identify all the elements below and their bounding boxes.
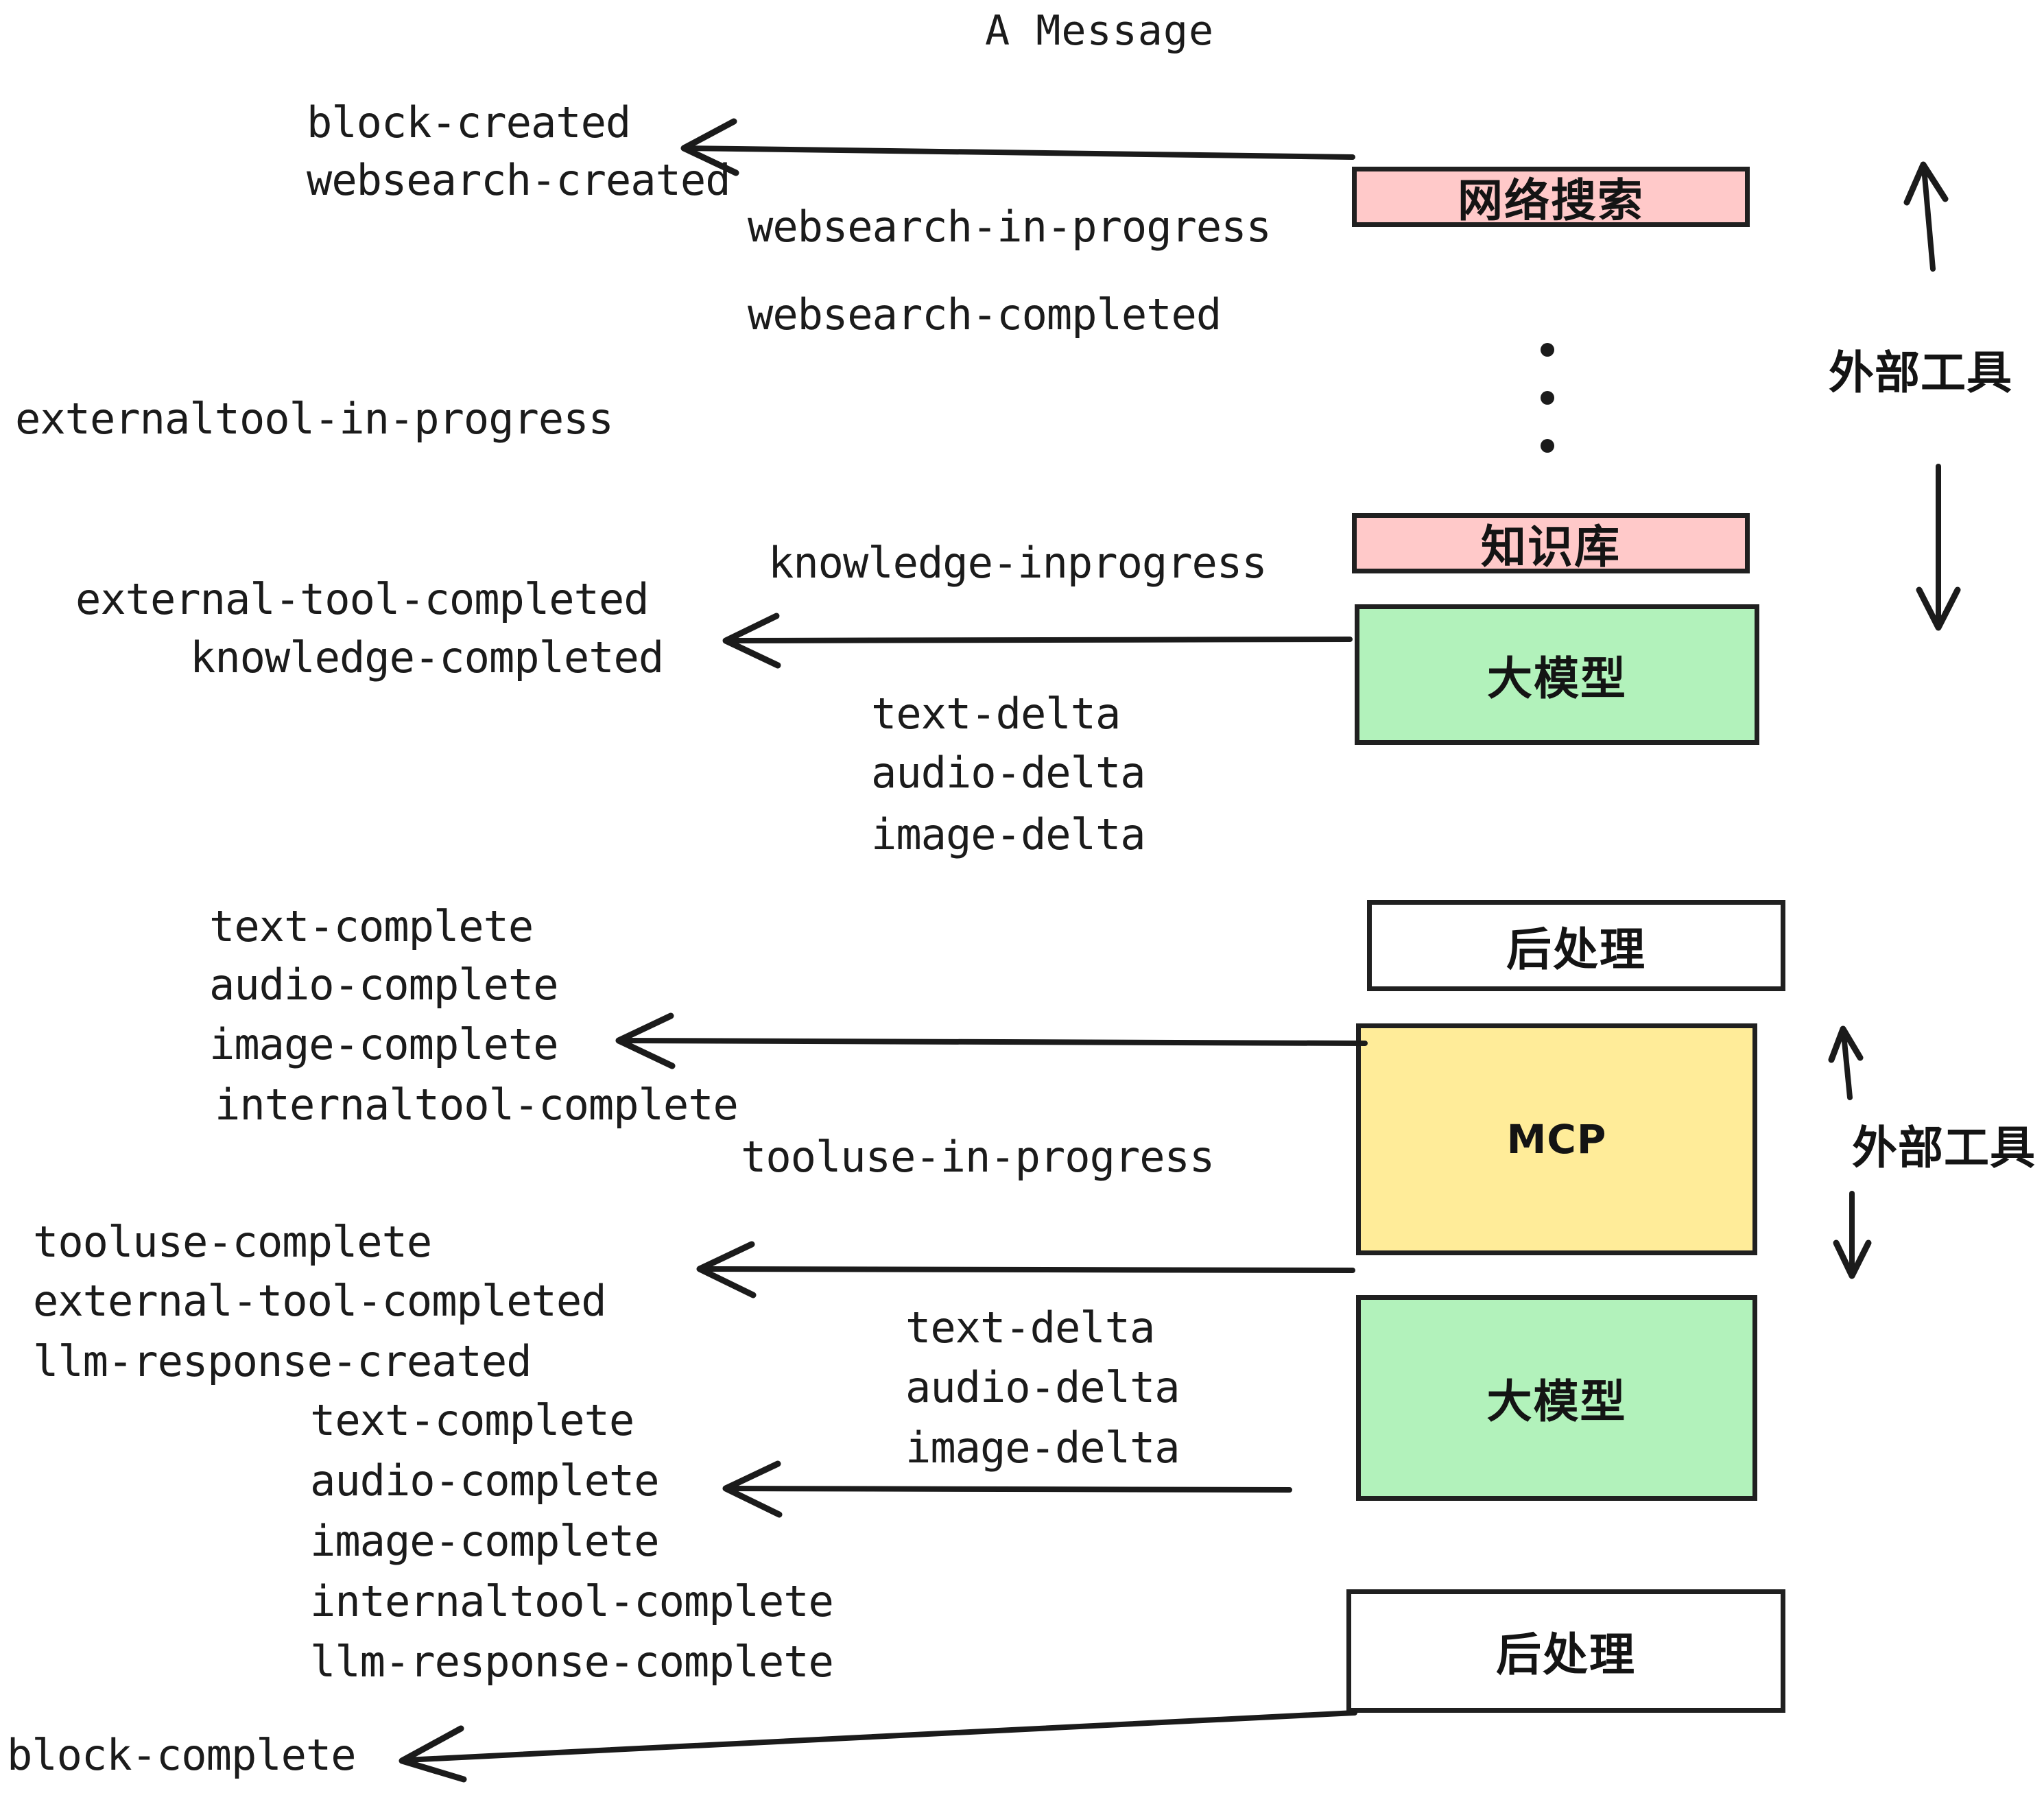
event-label-websearch-in-progress: websearch-in-progress (748, 202, 1272, 252)
event-label-audio-delta-2: audio-delta (905, 1362, 1180, 1412)
arrow-block-complete (399, 1710, 1357, 1783)
event-label-text-delta-1: text-delta (871, 689, 1121, 739)
event-label-text-delta-2: text-delta (905, 1303, 1155, 1353)
arrow-websearch-created (680, 118, 1355, 176)
arrow-external-tools-up-top (1903, 161, 1949, 272)
event-label-block-created: block-created (307, 97, 631, 147)
event-label-llm-response-created: llm-response-created (33, 1336, 532, 1386)
page-title: A Message (985, 7, 1215, 55)
event-label-image-complete-1: image-complete (209, 1019, 559, 1069)
arrow-tooluse-complete (696, 1241, 1355, 1298)
event-label-externaltool-in-progress: externaltool-in-progress (15, 394, 614, 444)
box-label: 后处理 (1506, 923, 1646, 976)
box-knowledge-base[interactable]: 知识库 (1352, 513, 1750, 573)
box-postprocess-2[interactable]: 后处理 (1346, 1589, 1785, 1713)
arrow-external-tools-up-bottom (1828, 1025, 1864, 1100)
box-web-search[interactable]: 网络搜索 (1352, 167, 1750, 227)
event-label-external-tool-completed-1: external-tool-completed (75, 574, 650, 624)
event-label-knowledge-completed: knowledge-completed (190, 632, 664, 683)
dot-icon (1541, 343, 1554, 357)
event-label-image-delta-1: image-delta (871, 809, 1146, 859)
event-label-llm-response-complete: llm-response-complete (310, 1637, 834, 1687)
event-label-block-complete: block-complete (7, 1730, 357, 1780)
event-label-websearch-completed: websearch-completed (748, 289, 1222, 340)
side-label-external-tools-top: 外部工具 (1829, 346, 2012, 399)
arrow-knowledge-completed (722, 613, 1353, 669)
box-postprocess-1[interactable]: 后处理 (1367, 900, 1785, 991)
event-label-tooluse-complete: tooluse-complete (33, 1217, 432, 1267)
event-label-image-delta-2: image-delta (905, 1423, 1180, 1473)
event-label-websearch-created: websearch-created (307, 155, 731, 205)
event-label-text-complete-2: text-complete (310, 1395, 634, 1445)
arrow-image-complete (615, 1012, 1368, 1069)
event-label-knowledge-inprogress: knowledge-inprogress (768, 538, 1268, 588)
event-label-tooluse-in-progress: tooluse-in-progress (741, 1132, 1215, 1182)
arrow-external-tools-down-top (1916, 464, 1961, 631)
event-label-image-complete-2: image-complete (310, 1516, 660, 1566)
box-mcp[interactable]: MCP (1356, 1023, 1757, 1255)
box-llm-1[interactable]: 大模型 (1355, 604, 1759, 745)
box-label: 大模型 (1486, 1375, 1627, 1428)
event-label-audio-complete-1: audio-complete (209, 960, 559, 1010)
vertical-ellipsis-icon (1541, 343, 1554, 453)
box-label: 网络搜索 (1458, 174, 1644, 227)
event-label-audio-delta-1: audio-delta (871, 748, 1146, 798)
event-label-internaltool-complete-2: internaltool-complete (310, 1576, 834, 1626)
event-label-audio-complete-2: audio-complete (310, 1456, 660, 1506)
box-label: 后处理 (1496, 1628, 1636, 1681)
arrow-external-tools-down-bottom (1833, 1191, 1872, 1279)
dot-icon (1541, 439, 1554, 453)
event-label-external-tool-completed-2: external-tool-completed (33, 1276, 607, 1326)
event-label-internaltool-complete-1: internaltool-complete (215, 1080, 739, 1130)
box-label: 大模型 (1487, 652, 1627, 705)
box-llm-2[interactable]: 大模型 (1356, 1295, 1757, 1501)
dot-icon (1541, 391, 1554, 405)
box-label: MCP (1506, 1116, 1607, 1163)
event-label-text-complete-1: text-complete (209, 901, 534, 951)
box-label: 知识库 (1481, 521, 1621, 573)
side-label-external-tools-bottom: 外部工具 (1852, 1121, 2036, 1174)
